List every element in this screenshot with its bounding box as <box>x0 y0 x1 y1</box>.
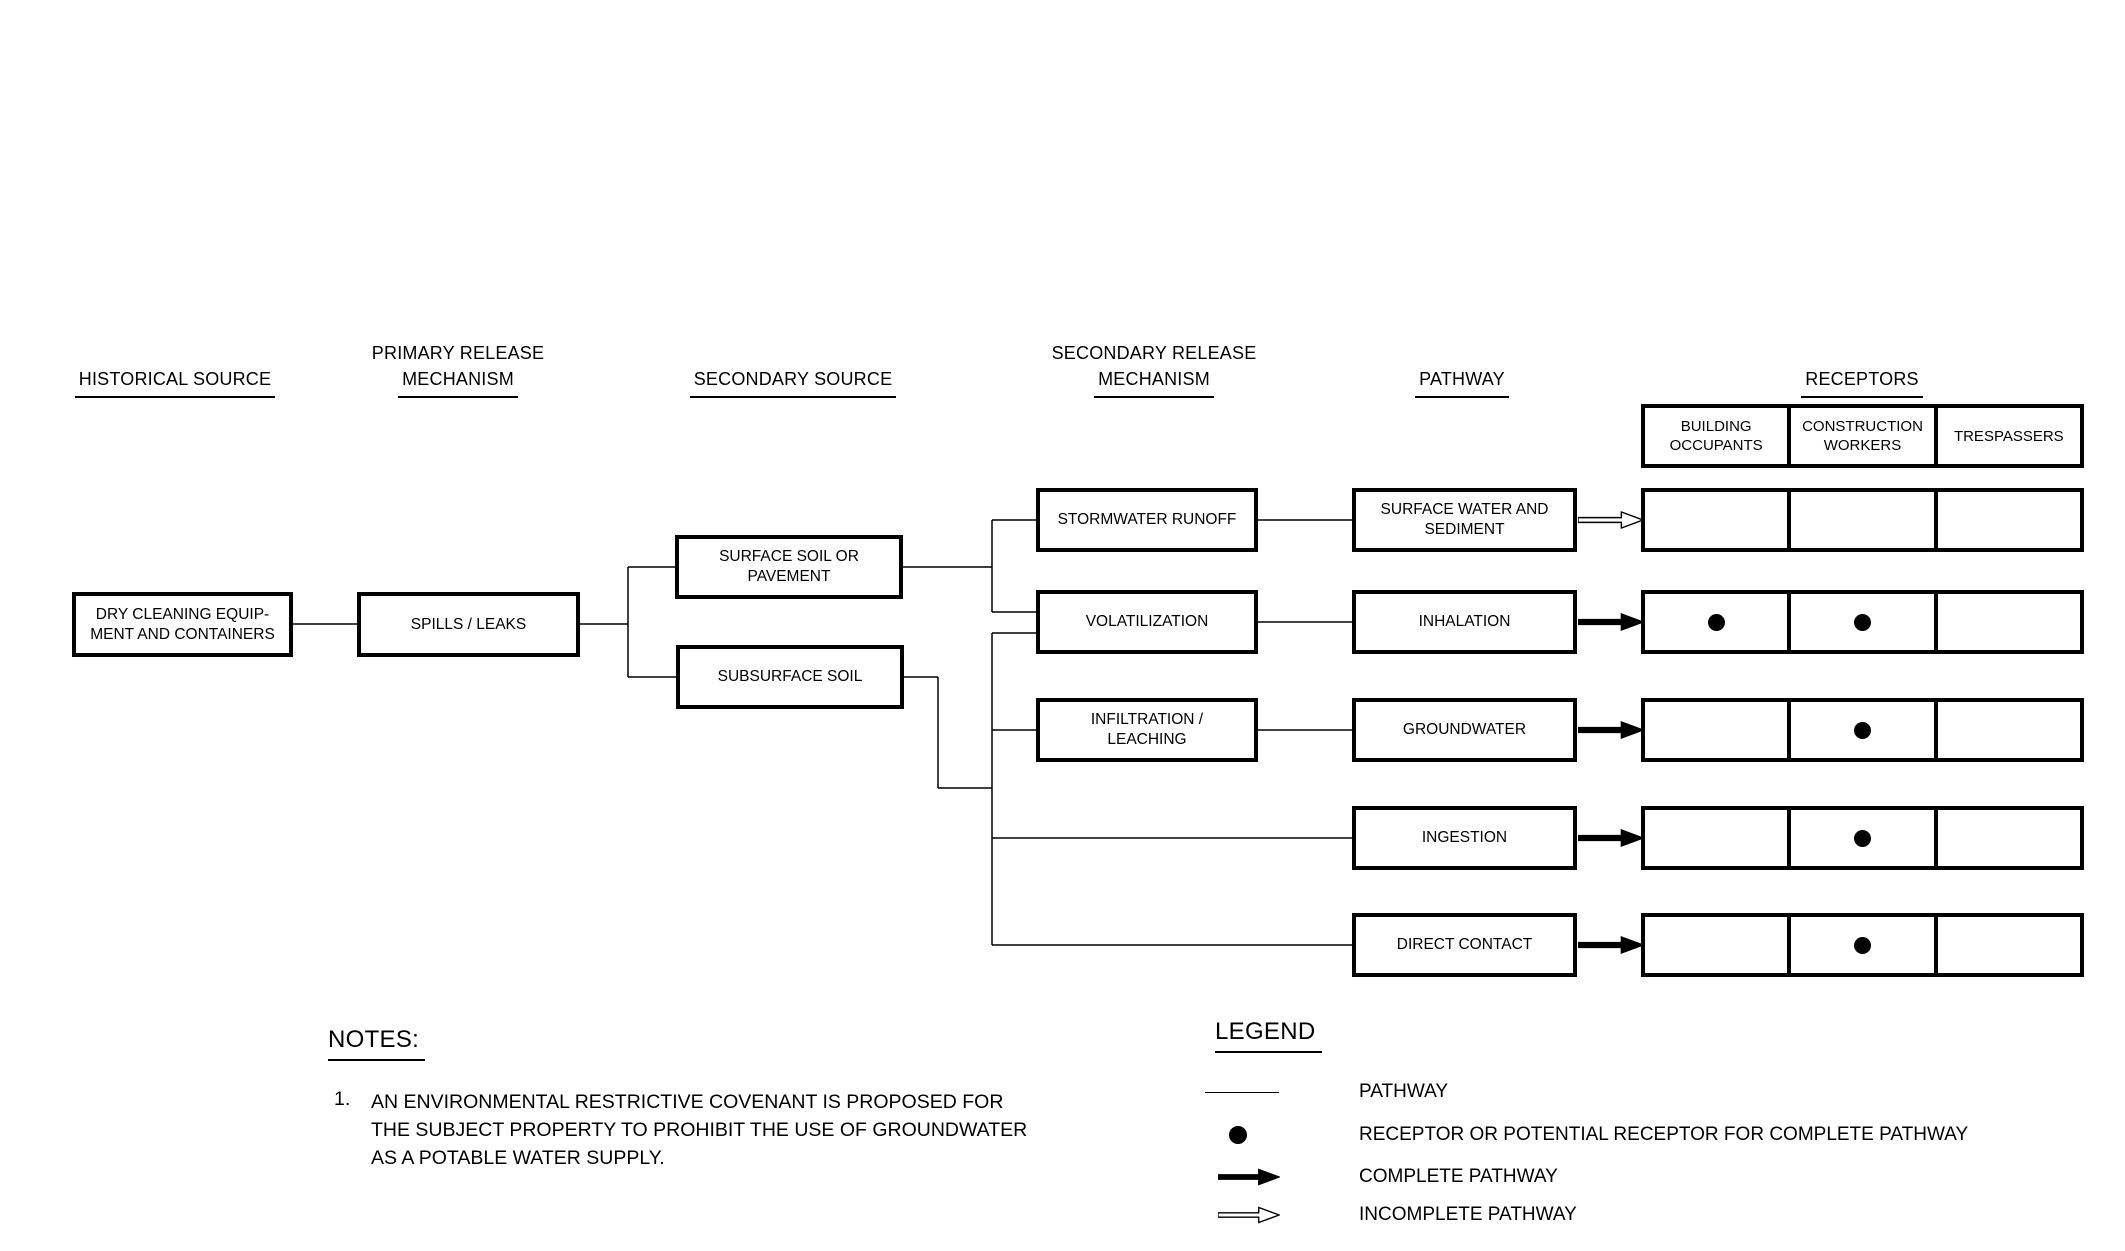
pathway-arrow <box>1578 612 1644 632</box>
pathway-arrow <box>1578 828 1644 848</box>
receptor-cell <box>1787 702 1933 758</box>
receptor-cell <box>1933 917 2080 973</box>
box-pathway-groundwater: GROUNDWATER <box>1352 698 1577 762</box>
column-header-secondary-source-label: SECONDARY SOURCE <box>689 366 897 398</box>
column-header-pathway: PATHWAY <box>1337 366 1587 398</box>
note-item-number: 1. <box>334 1088 351 1110</box>
receptor-column-construction-workers: CONSTRUCTION WORKERS <box>1787 408 1933 464</box>
legend-item-pathway-label: PATHWAY <box>1359 1081 1449 1102</box>
box-secondary-release-volatilization: VOLATILIZATION <box>1036 590 1258 654</box>
pathway-arrow <box>1578 935 1644 955</box>
pathway-line-symbol <box>1205 1092 1279 1093</box>
legend-item-incomplete-pathway-label: INCOMPLETE PATHWAY <box>1359 1204 1577 1225</box>
column-header-historical-source-label: HISTORICAL SOURCE <box>74 366 276 398</box>
notes-title: NOTES: <box>328 1026 426 1061</box>
receptor-cell <box>1933 702 2080 758</box>
receptor-row-groundwater <box>1641 698 2084 762</box>
receptors-header-row: BUILDING OCCUPANTS CONSTRUCTION WORKERS … <box>1641 404 2084 468</box>
column-header-secondary-release-line2: MECHANISM <box>1094 366 1214 398</box>
column-header-receptors-label: RECEPTORS <box>1801 366 1923 398</box>
legend-item-complete-pathway-label: COMPLETE PATHWAY <box>1359 1166 1558 1187</box>
receptor-cell <box>1645 810 1787 866</box>
box-secondary-source-subsurface-soil: SUBSURFACE SOIL <box>676 645 904 709</box>
pathway-arrow <box>1578 720 1644 740</box>
box-pathway-inhalation: INHALATION <box>1352 590 1577 654</box>
receptor-row-direct-contact <box>1641 913 2084 977</box>
legend-item-receptor-label: RECEPTOR OR POTENTIAL RECEPTOR FOR COMPL… <box>1359 1124 1969 1145</box>
column-header-secondary-release-mechanism: SECONDARY RELEASE MECHANISM <box>1029 340 1279 398</box>
pathway-arrow <box>1578 510 1644 530</box>
receptor-row-ingestion <box>1641 806 2084 870</box>
receptor-row-surface-water-and-sediment <box>1641 488 2084 552</box>
note-item-text: AN ENVIRONMENTAL RESTRICTIVE COVENANT IS… <box>371 1091 1028 1169</box>
receptor-cell <box>1787 810 1933 866</box>
receptor-column-building-occupants: BUILDING OCCUPANTS <box>1669 418 1763 454</box>
receptor-cell <box>1787 917 1933 973</box>
receptor-cell <box>1933 810 2080 866</box>
column-header-primary-release-mechanism: PRIMARY RELEASE MECHANISM <box>333 340 583 398</box>
box-secondary-release-stormwater-runoff: STORMWATER RUNOFF <box>1036 488 1258 552</box>
receptor-cell <box>1645 702 1787 758</box>
box-primary-release-mechanism: SPILLS / LEAKS <box>357 592 580 657</box>
column-header-primary-release-line2: MECHANISM <box>398 366 518 398</box>
complete-pathway-arrow-symbol <box>1218 1168 1280 1186</box>
receptor-dot-symbol <box>1229 1126 1247 1144</box>
receptor-dot <box>1707 613 1725 631</box>
box-secondary-source-surface-soil: SURFACE SOIL OR PAVEMENT <box>675 535 903 599</box>
receptor-dot <box>1853 936 1871 954</box>
receptor-row-inhalation <box>1641 590 2084 654</box>
incomplete-pathway-arrow-symbol <box>1218 1206 1280 1224</box>
box-pathway-surface-water-and-sediment: SURFACE WATER AND SEDIMENT <box>1352 488 1577 552</box>
column-header-pathway-label: PATHWAY <box>1415 366 1509 398</box>
receptor-cell <box>1645 492 1787 548</box>
legend-title: LEGEND <box>1215 1018 1322 1053</box>
column-header-historical-source: HISTORICAL SOURCE <box>55 366 295 398</box>
receptor-cell <box>1645 594 1787 650</box>
receptor-dot <box>1853 721 1871 739</box>
column-header-secondary-source: SECONDARY SOURCE <box>668 366 918 398</box>
receptor-cell <box>1787 492 1933 548</box>
receptor-cell <box>1933 594 2080 650</box>
box-secondary-release-infiltration-leaching: INFILTRATION / LEACHING <box>1036 698 1258 762</box>
receptor-column-trespassers: TRESPASSERS <box>1933 408 2080 464</box>
column-header-secondary-release-line1: SECONDARY RELEASE <box>1051 343 1257 363</box>
column-header-primary-release-line1: PRIMARY RELEASE <box>371 343 545 363</box>
receptor-cell <box>1787 594 1933 650</box>
column-header-receptors: RECEPTORS <box>1737 366 1987 398</box>
box-historical-source: DRY CLEANING EQUIP- MENT AND CONTAINERS <box>72 592 293 657</box>
receptor-dot <box>1853 613 1871 631</box>
receptor-cell <box>1933 492 2080 548</box>
receptor-dot <box>1853 829 1871 847</box>
box-pathway-direct-contact: DIRECT CONTACT <box>1352 913 1577 977</box>
box-pathway-ingestion: INGESTION <box>1352 806 1577 870</box>
receptor-cell <box>1645 917 1787 973</box>
